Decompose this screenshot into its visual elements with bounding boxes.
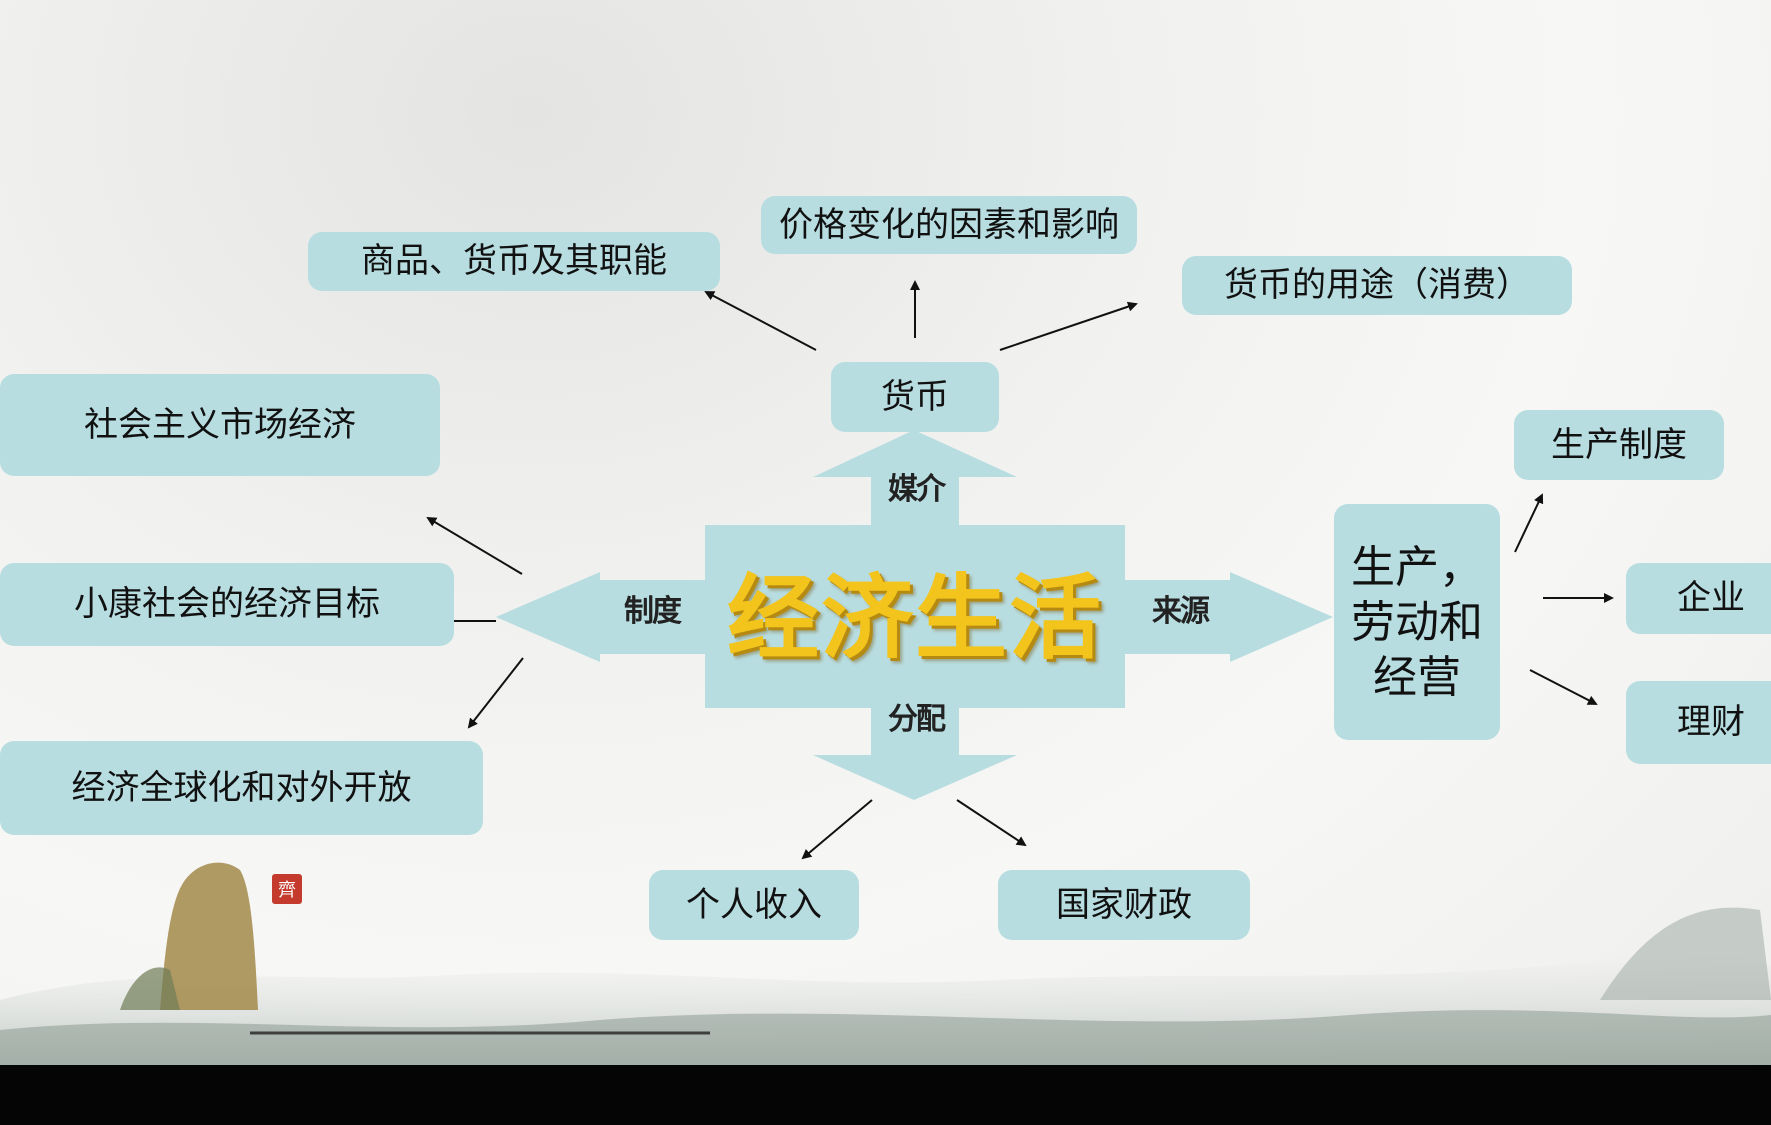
arrow-to-finance-mgmt — [1529, 669, 1598, 705]
center-block — [705, 525, 1125, 708]
arrow-to-globalization — [467, 657, 524, 729]
globalization-box[interactable]: 经济全球化和对外开放 — [0, 741, 483, 835]
commodity-money-box[interactable]: 商品、货币及其职能 — [308, 232, 720, 291]
red-seal-stamp: 齊 — [272, 874, 302, 904]
enterprise-box[interactable]: 企业 — [1626, 563, 1771, 634]
right-arrow — [1123, 572, 1333, 662]
up-arrow-label: 媒介 — [888, 472, 946, 507]
money-hub-box[interactable]: 货币 — [831, 362, 999, 432]
national-finance-box[interactable]: 国家财政 — [998, 870, 1250, 940]
arrow-to-income — [801, 799, 873, 860]
money-use-box[interactable]: 货币的用途（消费） — [1182, 256, 1572, 315]
arrow-to-production-system — [1514, 493, 1544, 553]
arrow-to-finance — [956, 799, 1027, 847]
finance-mgmt-box[interactable]: 理财 — [1626, 681, 1771, 764]
price-factor-box[interactable]: 价格变化的因素和影响 — [761, 196, 1137, 254]
xiaokang-goal-box[interactable]: 小康社会的经济目标 — [0, 563, 454, 646]
arrow-to-socialist-market — [426, 516, 523, 575]
arrow-to-commodity — [704, 291, 817, 351]
personal-income-box[interactable]: 个人收入 — [649, 870, 859, 940]
bottom-black-bar — [0, 1065, 1771, 1125]
production-system-box[interactable]: 生产制度 — [1514, 410, 1724, 480]
socialist-market-box[interactable]: 社会主义市场经济 — [0, 374, 440, 476]
center-title: 经济生活 — [726, 564, 1103, 672]
down-arrow-label: 分配 — [888, 702, 946, 737]
left-arrow — [496, 572, 707, 662]
production-hub-box[interactable]: 生产，劳动和经营 — [1334, 504, 1500, 740]
down-arrow — [813, 706, 1017, 800]
right-arrow-label: 来源 — [1152, 594, 1210, 629]
up-arrow — [813, 430, 1017, 527]
arrow-to-money-use — [999, 301, 1138, 351]
left-arrow-label: 制度 — [624, 594, 682, 629]
